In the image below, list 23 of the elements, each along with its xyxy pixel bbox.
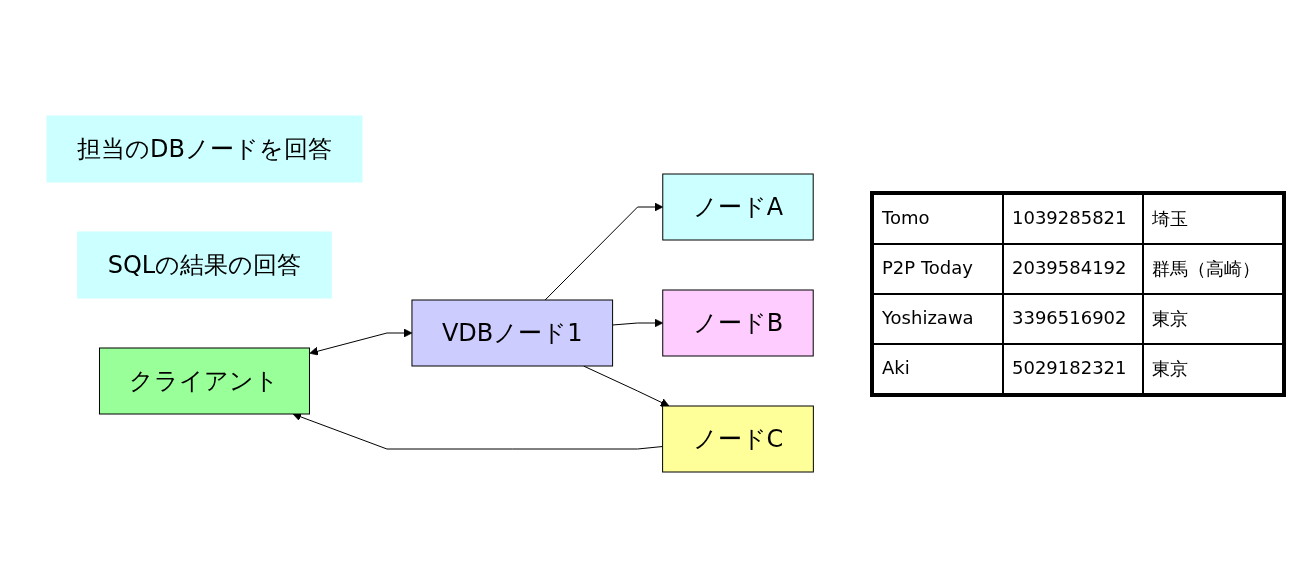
table-cell-text: 5029182321 bbox=[1003, 343, 1143, 394]
table-cell-text: Aki bbox=[873, 343, 1003, 394]
arrow bbox=[611, 318, 663, 327]
table-cell-text: Yoshizawa bbox=[873, 293, 1003, 344]
table-cell-text: P2P Today bbox=[873, 243, 1003, 294]
node-box: ノードC bbox=[661, 405, 814, 472]
table-cell-text: Tomo bbox=[873, 193, 1003, 244]
arrow bbox=[292, 412, 663, 449]
node-box: クライアント bbox=[98, 347, 310, 414]
table-cell-text: 埼玉 bbox=[1143, 193, 1283, 244]
node-box: VDBノード1 bbox=[411, 299, 613, 366]
arrow bbox=[309, 328, 413, 355]
table-cell-text: 1039285821 bbox=[1003, 193, 1143, 244]
node-box: ノードB bbox=[662, 289, 814, 356]
table-cell-text: 東京 bbox=[1143, 343, 1283, 394]
node-box: SQLの結果の回答 bbox=[77, 231, 332, 298]
node-box: ノードA bbox=[662, 173, 814, 240]
arrow bbox=[544, 202, 663, 300]
table-cell-text: 群馬（高崎） bbox=[1143, 243, 1283, 294]
node-box: 担当のDBノードを回答 bbox=[46, 115, 363, 182]
table-cell-text: 東京 bbox=[1143, 293, 1283, 344]
table-cell-text: 2039584192 bbox=[1003, 243, 1143, 294]
table-cell-text: 3396516902 bbox=[1003, 293, 1143, 344]
